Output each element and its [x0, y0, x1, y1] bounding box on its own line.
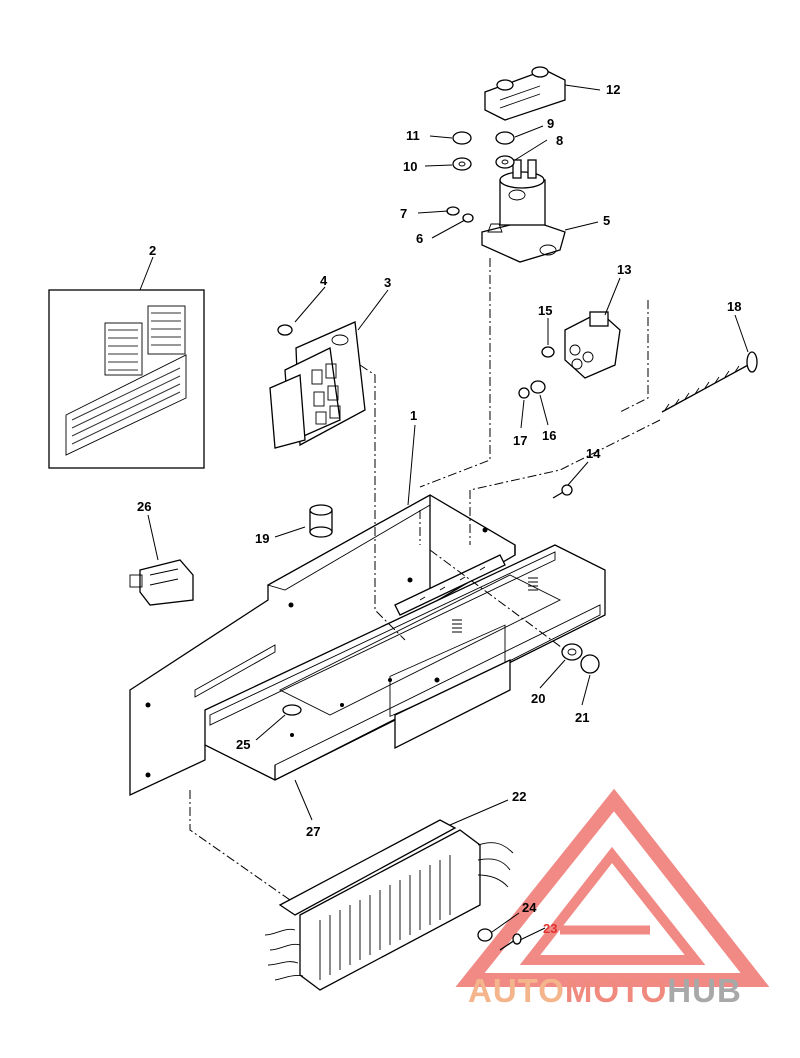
callout-25: 25 — [236, 737, 250, 752]
motor-controller — [264, 819, 522, 991]
switch — [129, 559, 194, 606]
solenoid-bracket — [484, 66, 566, 121]
callout-3: 3 — [384, 275, 391, 290]
callout-24: 24 — [522, 900, 537, 915]
callout-21: 21 — [575, 710, 589, 725]
brand-hub: HUB — [667, 972, 742, 1009]
callout-5: 5 — [603, 213, 610, 228]
callout-8: 8 — [556, 133, 563, 148]
callout-26: 26 — [137, 499, 151, 514]
callout-10: 10 — [403, 159, 417, 174]
controller-tray — [129, 494, 606, 797]
watermark-text: AUTOMOTOHUB — [468, 972, 798, 1016]
brand-moto: MOTO — [564, 972, 668, 1009]
callout-17: 17 — [513, 433, 527, 448]
leader-lines — [139, 84, 749, 941]
callout-23: 23 — [543, 921, 557, 936]
callout-13: 13 — [617, 262, 631, 277]
callout-6: 6 — [416, 231, 423, 246]
callout-1: 1 — [410, 408, 417, 423]
callout-20: 20 — [531, 691, 545, 706]
solenoid — [481, 159, 566, 263]
callout-12: 12 — [606, 82, 620, 97]
spacer — [309, 504, 333, 538]
brand-auto: AUTO — [468, 972, 565, 1009]
long-bolt — [661, 351, 758, 413]
callout-9: 9 — [547, 116, 554, 131]
washer-nut — [561, 643, 600, 674]
callout-11: 11 — [406, 128, 420, 143]
callout-15: 15 — [538, 303, 552, 318]
callout-4: 4 — [320, 273, 328, 288]
callout-22: 22 — [512, 789, 526, 804]
small-bolt — [552, 484, 573, 499]
callout-27: 27 — [306, 824, 320, 839]
cover-plate — [269, 321, 366, 449]
watermark-logo — [455, 788, 770, 987]
callout-7: 7 — [400, 206, 407, 221]
assembly-lines — [189, 258, 661, 901]
callout-14: 14 — [586, 446, 601, 461]
callout-labels: 1 2 3 4 5 6 7 8 9 10 11 12 13 14 15 16 1… — [137, 82, 741, 936]
relay — [518, 311, 621, 399]
callout-2: 2 — [149, 243, 156, 258]
decal-set — [48, 289, 205, 469]
callout-18: 18 — [727, 299, 741, 314]
callout-19: 19 — [255, 531, 269, 546]
callout-16: 16 — [542, 428, 556, 443]
